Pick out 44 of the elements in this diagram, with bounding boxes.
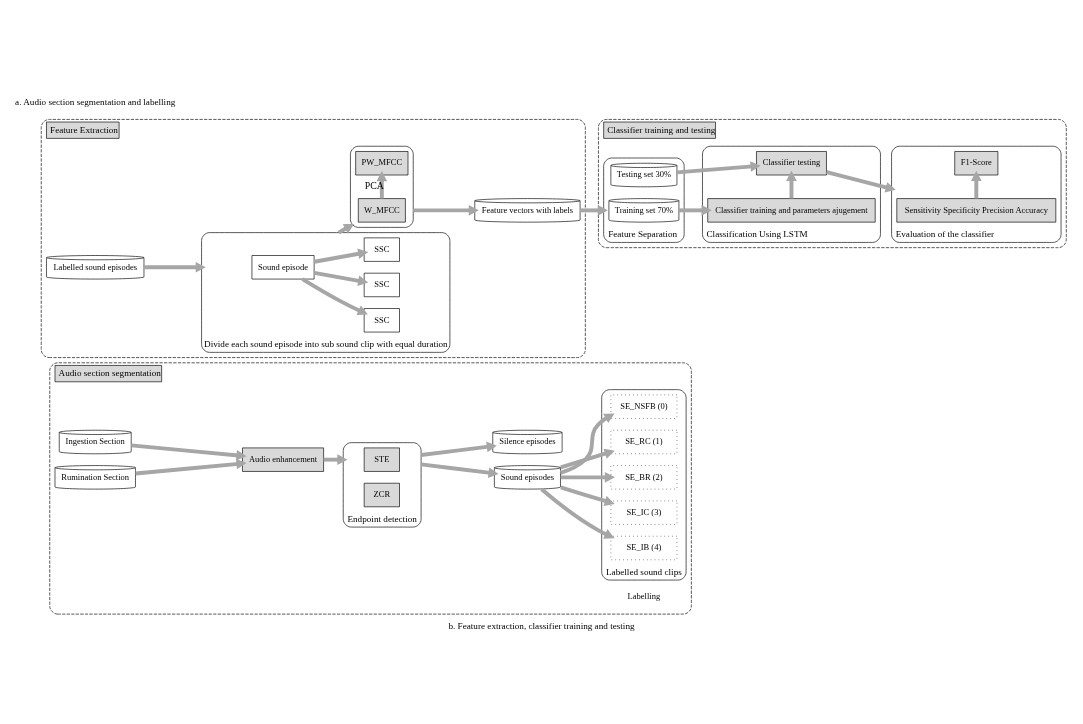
arrow <box>313 248 369 264</box>
arrow <box>826 169 896 192</box>
node-box: F1-Score <box>954 150 999 175</box>
node-box: Audio enhancement <box>242 447 324 472</box>
cluster <box>350 145 414 228</box>
arrow <box>560 471 615 483</box>
arrow <box>313 270 369 286</box>
arrow <box>420 461 499 478</box>
arrow <box>420 441 497 457</box>
node-box: SE_IB (4) <box>610 535 678 560</box>
caption: b. Feature extraction, classifier training and testing <box>448 620 635 631</box>
arrow <box>679 204 712 216</box>
arrow <box>786 170 797 198</box>
node-box: SSC <box>363 237 400 262</box>
node-box: STE <box>363 447 400 472</box>
node-box: SE_RC (1) <box>610 429 678 454</box>
arrow <box>559 413 615 475</box>
node-box: W_MFCC <box>357 197 406 222</box>
label: a. Audio section segmentation and labelling <box>15 96 176 107</box>
arrow <box>971 170 982 198</box>
node-box: SE_NSFB (0) <box>610 394 678 419</box>
arrow <box>144 261 206 273</box>
arrow <box>135 458 247 476</box>
node-box: PW_MFCC <box>355 150 409 175</box>
node-box: Sensitivity Specificity Precision Accuracy <box>896 197 1057 222</box>
arrow <box>540 487 615 539</box>
arrow <box>301 276 368 315</box>
label: Labelling <box>627 590 661 601</box>
node-box: SSC <box>363 307 400 332</box>
arrow <box>560 448 615 469</box>
arrow <box>413 204 479 216</box>
node-box: Sound episode <box>251 254 315 279</box>
node-box: SE_BR (2) <box>610 464 678 489</box>
node-box: SSC <box>363 272 400 297</box>
arrow <box>676 160 761 174</box>
node-box: ZCR <box>363 482 400 507</box>
arrow <box>580 204 608 216</box>
arrow <box>560 485 615 506</box>
node-box: Classifier testing <box>756 150 827 175</box>
node-box: SE_IC (3) <box>610 500 678 525</box>
edge-label: PCA <box>364 179 384 191</box>
node-box: Classifier training and parameters ajugement <box>707 197 876 222</box>
arrow <box>376 170 388 198</box>
arrow <box>131 442 247 461</box>
